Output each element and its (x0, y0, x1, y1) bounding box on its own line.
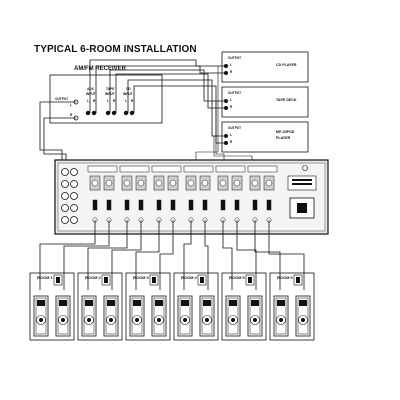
receiver-output-label: OUTPUT (55, 97, 69, 101)
source-box-mp3-player (221, 121, 309, 153)
room-3-label: ROOM 3 (133, 275, 149, 280)
mp3-player-name-1: MP-3/IPOD (276, 130, 295, 134)
cd-player-r-label: R (230, 70, 233, 74)
tape-deck-l-label: L (230, 98, 232, 102)
amplifier-zone (215, 165, 246, 223)
room-2-label: ROOM 2 (85, 275, 101, 280)
tape-input-label-1: TAPE (106, 87, 115, 91)
room-enclosure (269, 272, 315, 341)
source-box-tape-deck (221, 86, 309, 118)
receiver-box (49, 74, 163, 124)
page-title: TYPICAL 6-ROOM INSTALLATION (34, 44, 197, 55)
cd-player-output-label: OUTPUT (228, 56, 242, 60)
tape-deck-name: TAPE DECK (276, 98, 297, 102)
amplifier-zone (119, 165, 150, 223)
room-enclosure (221, 272, 267, 341)
mp3-player-l-label: L (230, 133, 232, 137)
speaker-icon (129, 295, 145, 337)
speaker-icon (151, 295, 167, 337)
aux-input-r-label: R (93, 99, 96, 103)
cd-input-l-label: L (125, 99, 127, 103)
room-enclosure (125, 272, 171, 341)
receiver-output-l-label: L (70, 103, 72, 107)
speaker-icon (199, 295, 215, 337)
cd-input-r-label: R (131, 99, 134, 103)
cd-player-name: CD PLAYER (276, 63, 297, 67)
room-1-label: ROOM 1 (37, 275, 53, 280)
room-enclosure (173, 272, 219, 341)
mp3-player-output-label: OUTPUT (228, 126, 242, 130)
speaker-icon (81, 295, 97, 337)
amplifier-zone (183, 165, 214, 223)
amplifier-chassis (54, 159, 329, 235)
tape-input-l-label: L (107, 99, 109, 103)
mp3-player-r-label: R (230, 140, 233, 144)
amplifier-zone (151, 165, 182, 223)
receiver-output-r-label: R (70, 113, 73, 117)
speaker-icon (103, 295, 119, 337)
cd-input-label-1: CD (126, 87, 131, 91)
amplifier-zone (247, 165, 278, 223)
speaker-icon (225, 295, 241, 337)
room-5-label: ROOM 5 (229, 275, 245, 280)
room-enclosure (77, 272, 123, 341)
amplifier-zone (87, 165, 118, 223)
room-6-label: ROOM 6 (277, 275, 293, 280)
room-4-label: ROOM 4 (181, 275, 197, 280)
receiver-label: AM/FM RECEIVER (74, 66, 127, 72)
tape-input-r-label: R (113, 99, 116, 103)
room-enclosure (29, 272, 75, 341)
mp3-player-name-2: PLAYER (276, 136, 291, 140)
cd-player-l-label: L (230, 63, 232, 67)
tape-deck-r-label: R (230, 105, 233, 109)
tape-input-label-2: INPUT (105, 92, 115, 96)
aux-input-label-2: INPUT (86, 92, 96, 96)
source-box-cd-player (221, 51, 309, 83)
aux-input-label-1: AUX (87, 87, 94, 91)
speaker-icon (33, 295, 49, 337)
speaker-icon (247, 295, 263, 337)
cd-input-label-2: INPUT (123, 92, 133, 96)
aux-input-l-label: L (87, 99, 89, 103)
speaker-icon (177, 295, 193, 337)
speaker-icon (55, 295, 71, 337)
tape-deck-output-label: OUTPUT (228, 91, 242, 95)
speaker-icon (295, 295, 311, 337)
speaker-icon (273, 295, 289, 337)
